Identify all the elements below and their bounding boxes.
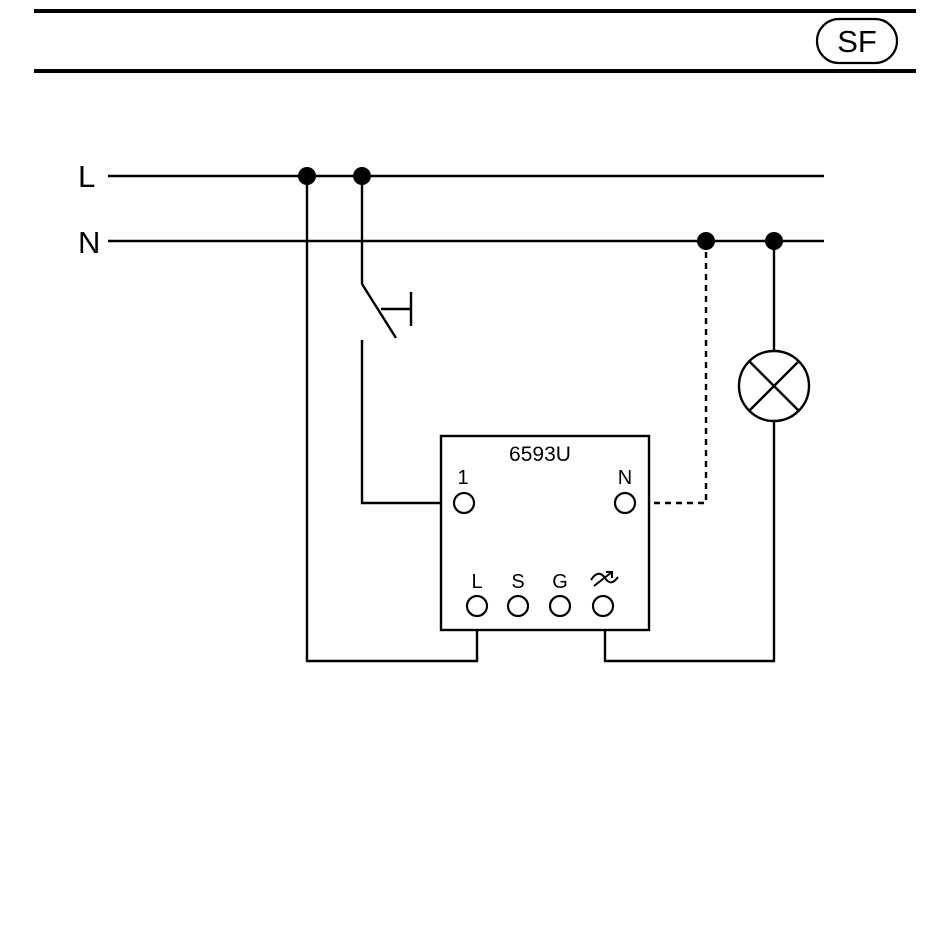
switch-contact <box>362 284 396 338</box>
terminal-n-label: N <box>618 467 632 489</box>
terminal-g <box>550 596 570 616</box>
terminal-l-label: L <box>471 571 482 593</box>
terminal-1 <box>454 493 474 513</box>
wire-switch-to-terminal-1 <box>362 340 453 503</box>
terminal-l <box>467 596 487 616</box>
neutral-line-label: N <box>78 225 100 260</box>
terminal-s-label: S <box>511 571 524 593</box>
push-button-switch <box>362 176 453 503</box>
terminal-g-label: G <box>552 571 568 593</box>
terminal-1-label: 1 <box>457 467 468 489</box>
module-model-label: 6593U <box>509 443 571 466</box>
terminal-s <box>508 596 528 616</box>
sf-badge: SF <box>817 19 897 63</box>
sf-badge-text: SF <box>837 24 877 59</box>
terminal-dimmer-output <box>593 596 613 616</box>
live-line-label: L <box>78 159 95 194</box>
terminal-n <box>615 493 635 513</box>
dimmer-module: 6593U 1 N L S G <box>441 436 649 630</box>
